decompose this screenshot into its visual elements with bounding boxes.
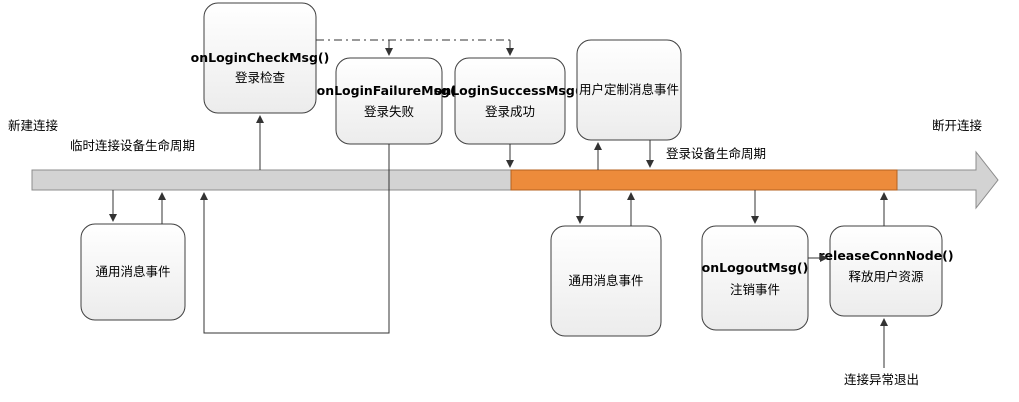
logout-sub: 注销事件	[730, 282, 780, 297]
login-success-box: onLoginSuccessMsg() 登录成功	[434, 57, 587, 145]
generic-msg-box-2: 通用消息事件	[550, 225, 662, 337]
failure-loop-back	[200, 144, 390, 334]
user-custom-box: 用户定制消息事件	[576, 39, 682, 141]
login-check-sub: 登录检查	[235, 70, 286, 85]
temp-lifecycle-label: 临时连接设备生命周期	[70, 138, 195, 153]
login-failure-title: onLoginFailureMsg()	[317, 83, 462, 98]
generic-msg-2-sub: 通用消息事件	[568, 273, 643, 288]
generic-msg-1-sub: 通用消息事件	[95, 264, 170, 279]
user-custom-sub: 用户定制消息事件	[579, 82, 679, 97]
login-check-box: onLoginCheckMsg() 登录检查	[191, 2, 330, 114]
login-success-sub: 登录成功	[485, 104, 535, 119]
login-lifecycle-label: 登录设备生命周期	[666, 146, 766, 161]
login-success-title: onLoginSuccessMsg()	[434, 83, 587, 98]
login-failure-sub: 登录失败	[364, 104, 415, 119]
login-lifecycle-segment	[510, 169, 898, 191]
release-title: releaseConnNode()	[818, 248, 953, 263]
release-sub: 释放用户资源	[848, 269, 924, 284]
new-connection-label: 新建连接	[8, 118, 59, 133]
connectors	[109, 39, 888, 368]
abnormal-exit-label: 连接异常退出	[844, 372, 919, 387]
timeline	[31, 150, 999, 210]
release-box: releaseConnNode() 释放用户资源	[818, 225, 954, 317]
logout-box: onLogoutMsg() 注销事件	[701, 225, 809, 331]
logout-title: onLogoutMsg()	[702, 260, 809, 275]
disconnect-label: 断开连接	[932, 118, 983, 133]
login-failure-box: onLoginFailureMsg() 登录失败	[317, 57, 462, 145]
login-check-title: onLoginCheckMsg()	[191, 50, 330, 65]
generic-msg-box-1: 通用消息事件	[80, 223, 186, 321]
